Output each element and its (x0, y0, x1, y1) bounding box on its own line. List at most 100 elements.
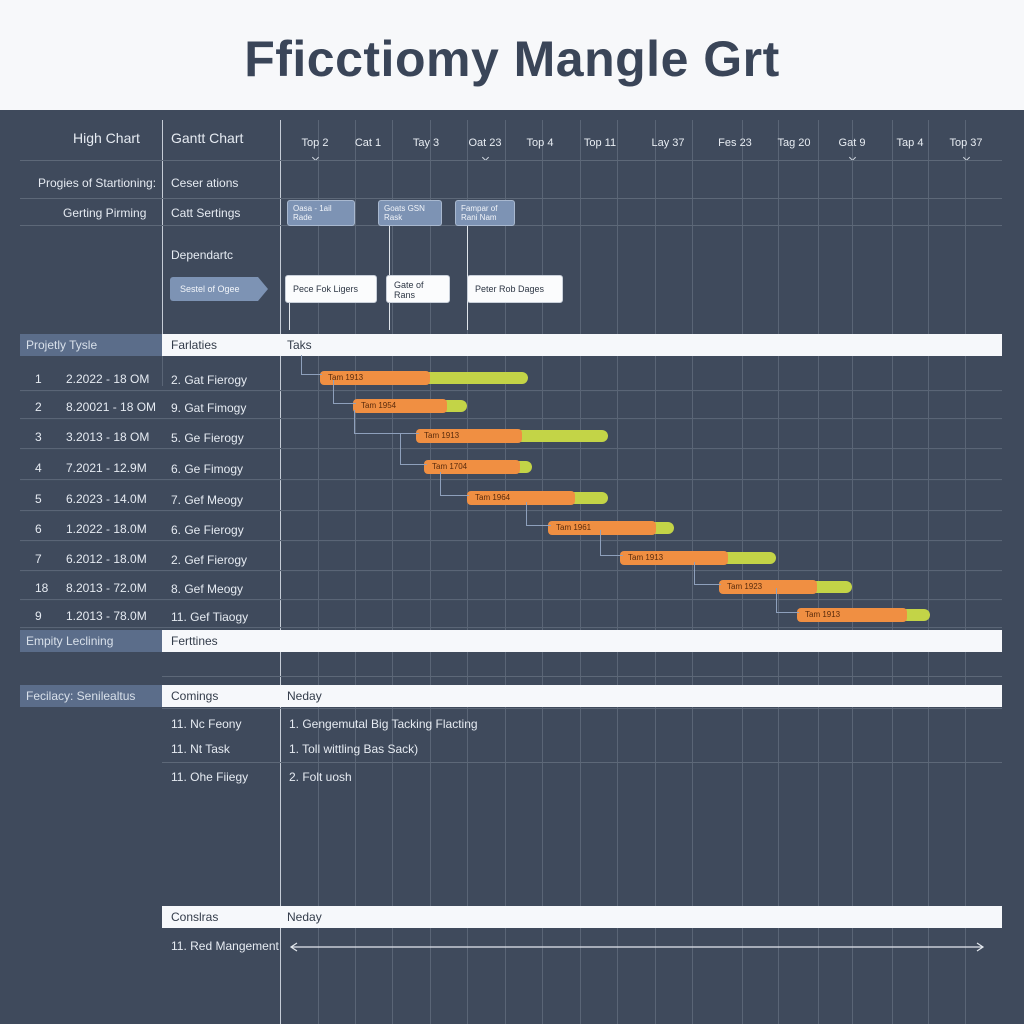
task-box[interactable]: Peter Rob Dages (467, 275, 563, 303)
dependency-connector (400, 433, 427, 465)
row-divider (20, 479, 1002, 481)
row-divider (20, 390, 1002, 392)
row-date: 1.2013 - 78.0M (66, 609, 147, 623)
section-band (162, 630, 1002, 652)
progress-bar-remaining (441, 400, 467, 412)
task-bar[interactable]: Tam 1961 (548, 521, 656, 535)
row-number: 3 (35, 430, 42, 444)
band-column-label: Comings (171, 689, 219, 703)
row-task-name[interactable]: 8. Gef Meogy (171, 582, 244, 596)
section-label: Progies of Startioning: (38, 176, 157, 190)
list-item: 11. Nc Feony (171, 717, 242, 731)
row-number: 2 (35, 400, 42, 414)
range-arrow (289, 942, 985, 952)
row-number: 18 (35, 581, 49, 595)
section-label: Ceser ations (171, 176, 239, 190)
row-number: 5 (35, 492, 42, 506)
row-divider (20, 599, 1002, 601)
row-number: 9 (35, 609, 42, 623)
task-bar[interactable]: Tam 1923 (719, 580, 817, 594)
timeline-tick: Fes 23 (718, 137, 752, 149)
progress-bar-remaining (569, 492, 608, 504)
callout-box[interactable]: Sestel of Ogee (170, 277, 258, 301)
grid-line (392, 120, 393, 1024)
list-item: 11. Nt Task (171, 742, 230, 756)
task-box[interactable]: Pece Fok Ligers (285, 275, 377, 303)
row-task-name[interactable]: 2. Gat Fierogy (171, 373, 248, 387)
column-divider (162, 356, 163, 386)
timeline-tick: Top 11 (583, 137, 617, 149)
row-date: 7.2021 - 12.9M (66, 461, 147, 475)
section-label: Dependartc (171, 248, 234, 262)
grid-line (318, 120, 319, 1024)
task-bar[interactable]: Tam 1964 (467, 491, 575, 505)
milestone-card[interactable]: Fampar of Rani Nam (455, 200, 515, 226)
row-number: 4 (35, 461, 42, 475)
progress-bar-remaining (516, 430, 608, 442)
row-task-name[interactable]: 7. Gef Meogy (171, 493, 244, 507)
dependency-connector (600, 530, 623, 556)
footer-label: 11. Red Mangement (171, 939, 279, 953)
timeline-tick: Top 4 (526, 137, 554, 149)
dependency-connector (333, 380, 356, 404)
column-divider (280, 120, 281, 1024)
dependency-connector (526, 502, 551, 526)
progress-bar-remaining (722, 552, 776, 564)
list-item: 11. Ohe Fiiegy (171, 770, 249, 784)
grid-line (355, 120, 356, 1024)
timeline-tick: Gat 9 (838, 137, 866, 149)
row-task-name[interactable]: 2. Gef Fierogy (171, 553, 248, 567)
list-item: 2. Folt uosh (289, 770, 352, 784)
band-column-label: Neday (287, 689, 322, 703)
divider (162, 708, 1002, 709)
dependency-connector (301, 355, 322, 375)
band-column-label: Ferttines (171, 634, 218, 648)
section-label: Catt Sertings (171, 206, 241, 220)
progress-bar-remaining (901, 609, 930, 621)
row-divider (20, 570, 1002, 572)
row-task-name[interactable]: 6. Ge Fimogy (171, 462, 244, 476)
milestone-card[interactable]: Goats GSN Rask (378, 200, 442, 226)
grid-line (928, 120, 929, 1024)
band-column-label: Taks (287, 338, 312, 352)
row-date: 6.2012 - 18.0M (66, 552, 147, 566)
task-box[interactable]: Gate of Rans (386, 275, 450, 303)
timeline-tick: Oat 23 (468, 137, 502, 149)
task-bar[interactable]: Tam 1954 (353, 399, 447, 413)
timeline-tick: Cat 1 (354, 137, 382, 149)
task-bar[interactable]: Tam 1913 (416, 429, 522, 443)
row-task-name[interactable]: 5. Ge Fierogy (171, 431, 244, 445)
row-date: 6.2023 - 14.0M (66, 492, 147, 506)
row-divider (20, 510, 1002, 512)
milestone-card[interactable]: Oasa - 1ail Rade (287, 200, 355, 226)
row-date: 8.2013 - 72.0M (66, 581, 147, 595)
progress-bar-remaining (424, 372, 528, 384)
band-label: Empity Leclining (20, 630, 162, 652)
header-gantt-chart: Gantt Chart (171, 130, 244, 146)
row-task-name[interactable]: 9. Gat Fimogy (171, 401, 247, 415)
task-bar[interactable]: Tam 1704 (424, 460, 520, 474)
grid-line (778, 120, 779, 1024)
progress-bar-remaining (650, 522, 674, 534)
grid-line (692, 120, 693, 1024)
row-task-name[interactable]: 11. Gef Tiaogy (171, 610, 249, 624)
divider (20, 198, 1002, 199)
grid-line (580, 120, 581, 1024)
grid-line (965, 120, 966, 1024)
list-item: 1. Toll wittling Bas Sack) (289, 742, 419, 756)
row-task-name[interactable]: 6. Ge Fierogy (171, 523, 244, 537)
task-bar[interactable]: Tam 1913 (320, 371, 430, 385)
grid-line (467, 120, 468, 1024)
task-bar[interactable]: Tam 1913 (797, 608, 907, 622)
row-number: 6 (35, 522, 42, 536)
task-bar[interactable]: Tam 1913 (620, 551, 728, 565)
grid-line (505, 120, 506, 1024)
grid-line (617, 120, 618, 1024)
row-divider (20, 540, 1002, 542)
timeline-tick: Top 2 (301, 137, 329, 149)
dependency-connector (694, 562, 721, 585)
grid-line (542, 120, 543, 1024)
section-band (162, 685, 1002, 707)
band-label: Fecilacy: Senilealtus (20, 685, 162, 707)
list-item: 1. Gengemutal Big Tacking Flacting (289, 717, 478, 731)
